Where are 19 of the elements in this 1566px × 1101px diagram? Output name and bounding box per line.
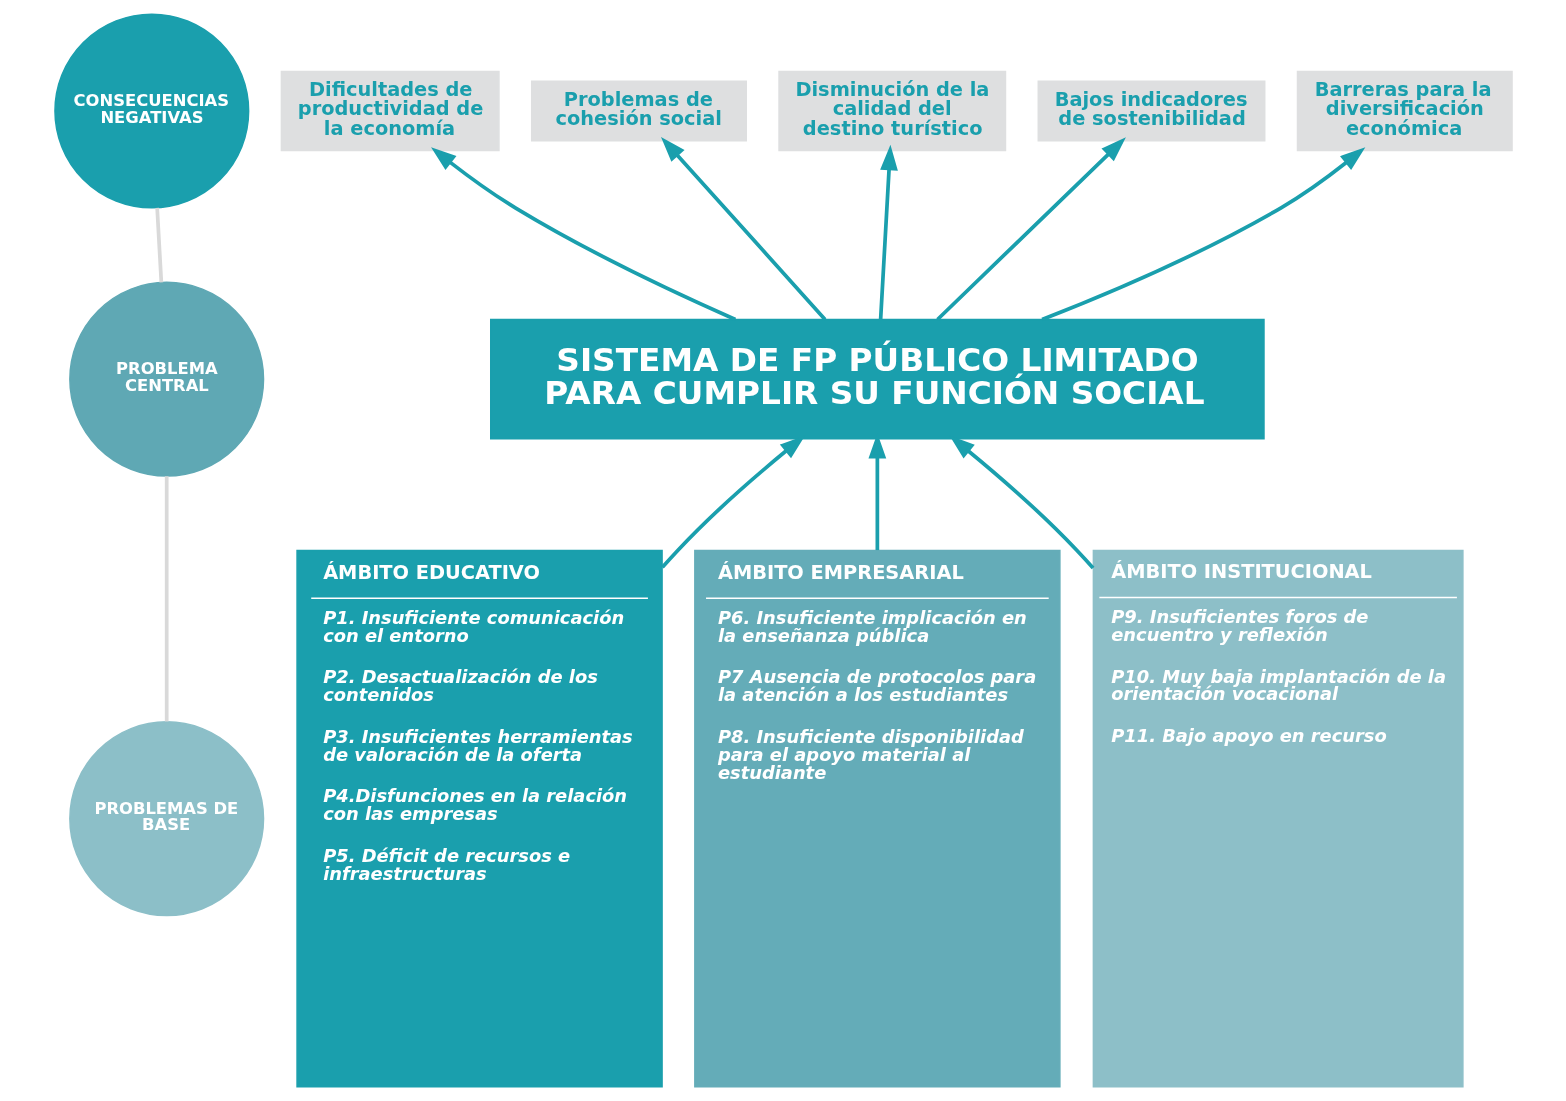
- node-box: Barreras para la diversificación económica: [1296, 70, 1513, 152]
- node-box: Problemas de cohesión social: [530, 80, 747, 142]
- node-circle: PROBLEMA CENTRAL: [68, 281, 264, 477]
- node-box: ÁMBITO EMPRESARIAL P6. Insuficiente implicación en la enseñanza pública P7 Ausencia de protocolos para la atención a los estudiantes P8. Insuficiente disponibilidad para el apoyo material al estudiante: [693, 549, 1061, 1088]
- node-box: Bajos indicadores de sostenibilidad: [1037, 80, 1265, 142]
- node-box: ÁMBITO EDUCATIVO P1. Insuficiente comunicación con el entorno P2. Desactualización de los contenidos P3. Insuficientes herramientas de valoración de la oferta P4.Disfunciones en la relación con las empresas P5. Déficit de recursos e infraestructuras: [295, 549, 663, 1088]
- arrow: [935, 137, 1126, 321]
- node-circle: PROBLEMAS DE BASE: [68, 721, 264, 917]
- connector: [164, 476, 169, 722]
- node-circle: CONSECUENCIAS NEGATIVAS: [53, 13, 249, 209]
- arrow: [878, 144, 898, 320]
- arrow: [430, 147, 736, 322]
- node-box: SISTEMA DE FP PÚBLICO LIMITADO PARA CUMPLIR SU FUNCIÓN SOCIAL: [489, 318, 1265, 440]
- connector: [154, 207, 163, 283]
- node-box: Dificultades de productividad de la economía: [280, 70, 500, 152]
- arrow: [660, 136, 826, 321]
- node-box: Disminución de la calidad del destino turístico: [777, 70, 1006, 152]
- node-box: ÁMBITO INSTITUCIONAL P9. Insuficientes foros de encuentro y reflexión P10. Muy baja implantación de la orientación vocacional P11. Bajo apoyo en recurso: [1092, 549, 1464, 1088]
- arrow: [1040, 147, 1365, 322]
